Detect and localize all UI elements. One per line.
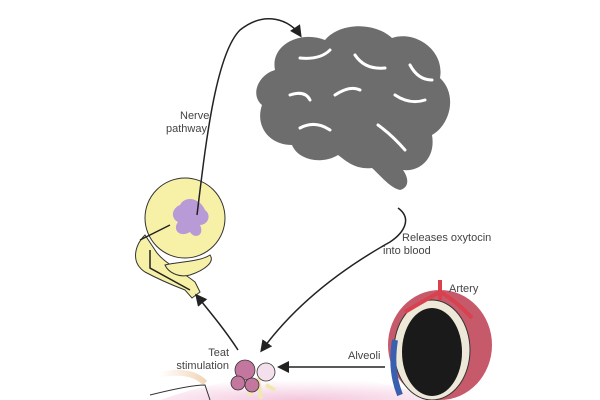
oxytocin-blood-arrow (260, 207, 407, 353)
spinal-cord-icon (135, 177, 226, 299)
nerve-pathway-label: Nerve pathway (166, 110, 210, 136)
alveolus-with-artery-icon (388, 280, 492, 400)
label-line: into blood (383, 245, 431, 257)
alveoli-cluster-icon (230, 359, 276, 400)
label-line: stimulation (176, 360, 229, 372)
releases-oxytocin-label: Releases oxytocin into blood (383, 232, 492, 258)
label-line: Releases oxytocin (402, 232, 492, 244)
label-line: Nerve (180, 110, 210, 122)
label-line: Teat (208, 347, 229, 359)
udder-skin (149, 369, 440, 400)
brain-icon (256, 26, 451, 190)
label-line: pathway (166, 123, 207, 135)
teat-to-spinal-arrow (195, 293, 239, 351)
artery-label: Artery (449, 283, 479, 295)
alveoli-label: Alveoli (348, 350, 381, 362)
nerve-pathway-arrow (196, 18, 302, 216)
teat-stimulation-label: Teat stimulation (171, 347, 229, 373)
